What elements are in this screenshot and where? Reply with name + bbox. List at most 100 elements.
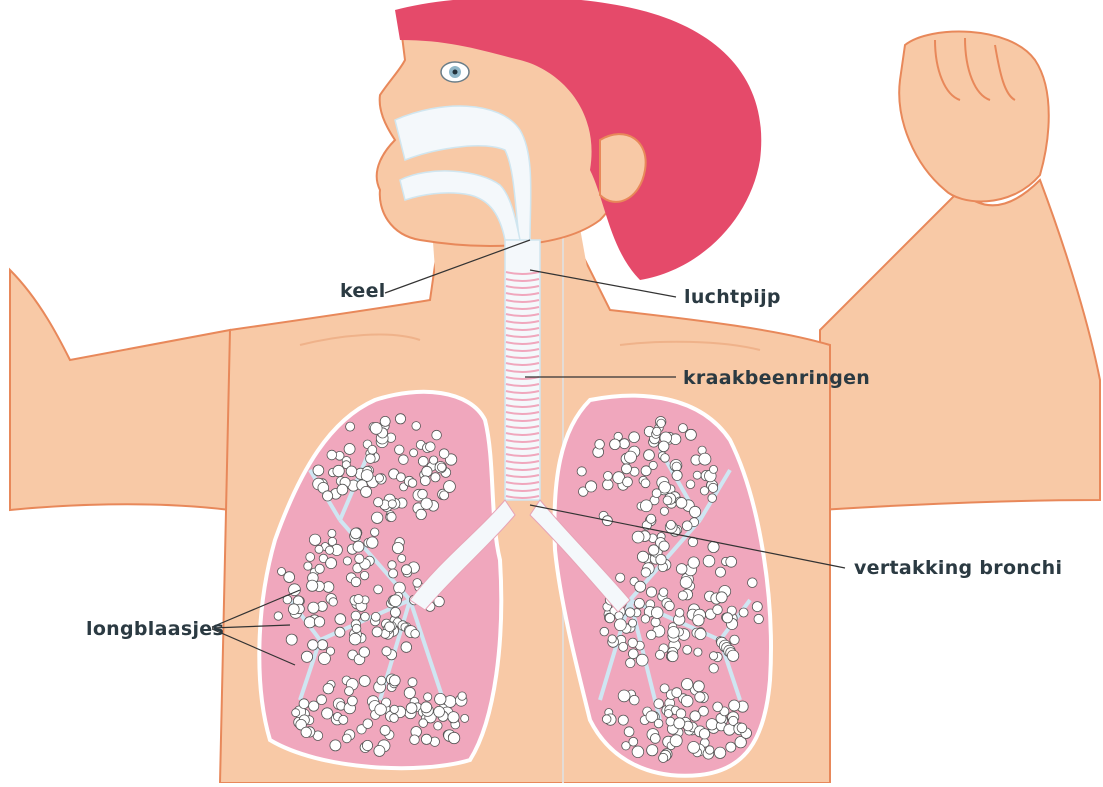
alveolus (726, 556, 737, 567)
alveolus (708, 494, 717, 503)
alveolus (603, 480, 613, 490)
alveolus (418, 489, 428, 499)
alveolus (628, 649, 638, 659)
alveolus (619, 642, 628, 651)
alveolus (632, 746, 644, 758)
alveolus (374, 585, 383, 594)
alveolus (374, 745, 385, 756)
alveolus (699, 453, 711, 465)
alveolus (421, 498, 432, 509)
alveolus (323, 684, 333, 694)
alveolus (625, 451, 637, 463)
alveolus (389, 675, 400, 686)
alveolus (665, 601, 675, 611)
alveolus (628, 638, 637, 647)
alveolus (595, 440, 605, 450)
alveolus (389, 569, 398, 578)
alveolus (307, 580, 318, 591)
alveolus (388, 561, 396, 569)
alveolus (710, 652, 718, 660)
alveolus (651, 607, 663, 619)
alveolus (371, 528, 379, 536)
alveolus (680, 577, 692, 589)
alveolus (695, 692, 705, 702)
alveolus (647, 745, 658, 756)
alveolus (335, 627, 345, 637)
alveolus (649, 545, 659, 555)
label-vertakking-bronchi: vertakking bronchi (854, 557, 1062, 579)
alveolus (656, 554, 666, 564)
alveolus (315, 564, 324, 573)
alveolus (431, 473, 440, 482)
alveolus (652, 489, 661, 498)
alveolus (676, 498, 687, 509)
alveolus (274, 612, 282, 620)
alveolus (713, 702, 723, 712)
alveolus (670, 735, 682, 747)
alveolus (328, 529, 336, 537)
alveolus (292, 709, 300, 717)
alveolus (377, 676, 386, 685)
alveolus (658, 441, 669, 452)
alveolus (408, 479, 417, 488)
fist (899, 31, 1049, 201)
alveolus (672, 688, 682, 698)
alveolus (402, 565, 412, 575)
alveolus (710, 465, 718, 473)
alveolus (659, 588, 668, 597)
alveolus (739, 608, 748, 617)
alveolus (348, 696, 358, 706)
alveolus (448, 732, 459, 743)
alveolus (419, 719, 428, 728)
alveolus (600, 627, 609, 636)
alveolus (608, 635, 616, 643)
alveolus (688, 557, 699, 568)
alveolus (657, 419, 665, 427)
alveolus (326, 558, 337, 569)
alveolus (622, 464, 632, 474)
alveolus (624, 727, 634, 737)
alveolus (342, 734, 351, 743)
alveolus (682, 679, 693, 690)
alveolus (729, 700, 740, 711)
alveolus (395, 414, 405, 424)
alveolus (372, 627, 382, 637)
alveolus (693, 471, 701, 479)
alveolus (374, 498, 383, 507)
alveolus (371, 612, 380, 621)
alveolus (678, 424, 687, 433)
alveolus (678, 591, 687, 600)
alveolus (284, 572, 295, 583)
alveolus (602, 715, 611, 724)
alveolus (683, 645, 692, 654)
alveolus (413, 579, 422, 588)
alveolus (288, 604, 299, 615)
alveolus (637, 551, 648, 562)
alveolus (695, 628, 706, 639)
label-keel: keel (340, 280, 386, 302)
alveolus (326, 546, 334, 554)
alveolus (421, 734, 431, 744)
alveolus (656, 650, 665, 659)
alveolus (354, 595, 363, 604)
alveolus (668, 627, 680, 639)
alveolus (610, 439, 621, 450)
alveolus (664, 710, 672, 718)
alveolus (672, 470, 682, 480)
alveolus (346, 466, 357, 477)
alveolus (410, 735, 420, 745)
alveolus (411, 630, 420, 639)
alveolus (388, 500, 396, 508)
alveolus (641, 615, 649, 623)
alveolus (700, 487, 708, 495)
alveolus (693, 615, 704, 626)
alveolus (375, 704, 387, 716)
alveolus (395, 445, 404, 454)
alveolus (703, 555, 715, 567)
alveolus (686, 480, 695, 489)
alveolus (304, 562, 312, 570)
left-arm (10, 270, 230, 510)
label-kraakbeenringen: kraakbeenringen (683, 367, 870, 389)
alveolus (301, 651, 312, 662)
